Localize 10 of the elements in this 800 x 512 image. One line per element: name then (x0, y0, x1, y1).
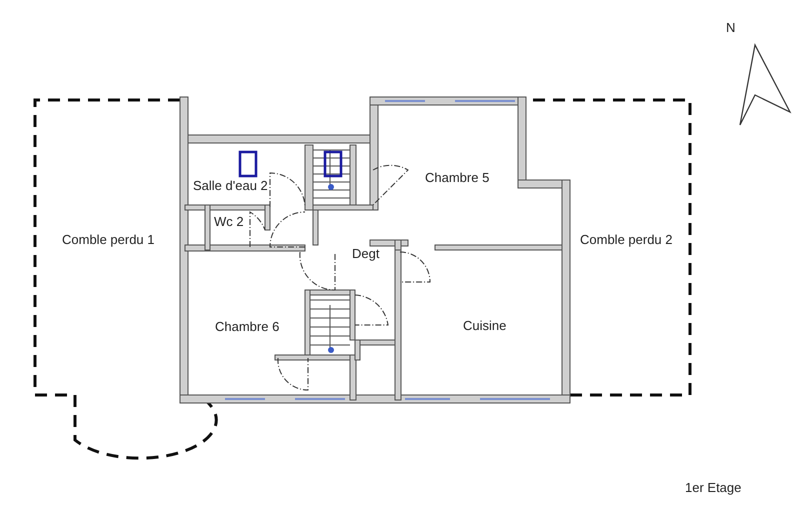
room-label: Chambre 5 (425, 170, 490, 185)
north-label: N (726, 20, 736, 35)
room-label: Comble perdu 1 (62, 232, 154, 247)
room-label: Degt (352, 246, 380, 261)
room-label: Cuisine (463, 318, 506, 333)
room-label: Chambre 6 (215, 319, 280, 334)
floor-title: 1er Etage (685, 480, 742, 495)
room-label: Wc 2 (214, 214, 244, 229)
room-label: Salle d'eau 2 (193, 178, 268, 193)
room-label: Comble perdu 2 (580, 232, 672, 247)
